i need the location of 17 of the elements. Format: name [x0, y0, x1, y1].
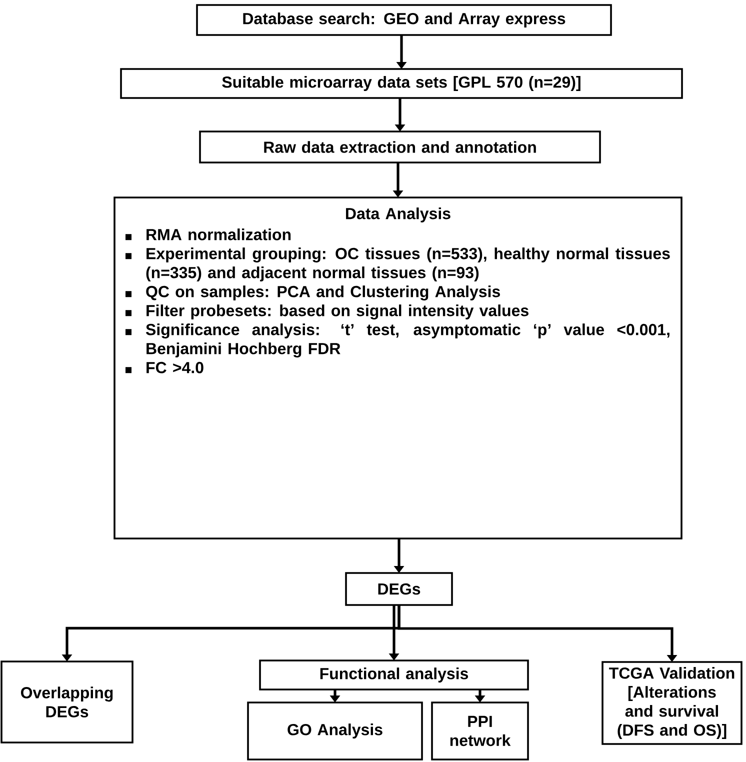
process-box: Raw data extraction and annotation [199, 130, 601, 164]
list-item: Filter probesets: based on signal intensity values [126, 304, 528, 320]
process-box: Functional analysis [259, 660, 529, 690]
list-item: FC >4.0 [126, 362, 204, 374]
process-box: Suitable microarray data sets [GPL 570 (n=29)] [120, 68, 683, 99]
analysis-box [114, 196, 682, 540]
process-box: Database search: GEO and Array express [196, 4, 612, 36]
list-item: QC on samples: PCA and Clustering Analysis [126, 286, 500, 300]
section-heading: Data Analysis [346, 208, 450, 222]
list-item: Experimental grouping: OC tissues (n=533), healthy normal tissues (n=335) and adjacent normal tissues (n=93) [126, 248, 670, 282]
process-box: Overlapping DEGs [0, 660, 134, 744]
process-box: DEGs [345, 572, 453, 606]
process-box: TCGA Validation [Alterations and survival (DFS and OS)] [602, 661, 742, 745]
process-box: PPI network [431, 702, 529, 760]
list-item: Significance analysis: ‘t’ test, asymptomatic ‘p’ value <0.001, Benjamini Hochberg FDR [126, 324, 670, 358]
list-item: RMA normalization [126, 228, 291, 240]
process-box: GO Analysis [247, 702, 423, 760]
